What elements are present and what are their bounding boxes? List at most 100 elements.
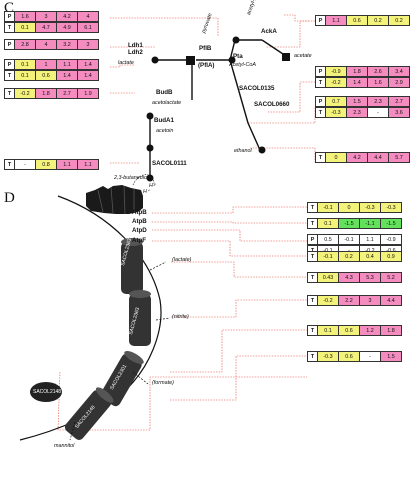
expression-cell: 0.1 <box>14 23 35 32</box>
expression-cell: 2.3 <box>346 108 367 117</box>
ldh2-label: Ldh2 <box>128 49 143 56</box>
row-label: P <box>316 67 325 76</box>
expression-cell: 4.7 <box>35 23 56 32</box>
expression-cell: 0.9 <box>380 252 401 261</box>
transporter-shapes <box>30 238 151 440</box>
ethanol-node <box>258 146 266 154</box>
atpd-label: AtpD <box>132 227 147 234</box>
expression-cell: -0.2 <box>317 296 338 305</box>
expression-cell: 4.2 <box>346 153 367 162</box>
expression-cell: 1.8 <box>346 67 367 76</box>
expression-cell: 0 <box>325 153 346 162</box>
expression-cell: 5.7 <box>388 153 409 162</box>
expression-cell: 1 <box>35 60 56 69</box>
lactate-node <box>151 56 159 64</box>
expression-cell: -0.1 <box>317 203 338 212</box>
pfla-label: (PflA) <box>198 62 215 69</box>
expression-cell: 6.1 <box>77 23 98 32</box>
expression-cell: 3 <box>35 12 56 21</box>
budb-label: BudB <box>156 89 173 96</box>
expression-cell: 1.8 <box>380 326 401 335</box>
expression-cell: 4 <box>77 12 98 21</box>
row-label: T <box>308 352 317 361</box>
acetoin-label: acetoin <box>156 128 174 134</box>
expression-cell: 0.1 <box>317 219 338 228</box>
expression-cell: -0.2 <box>325 78 346 87</box>
row-label: P <box>5 60 14 69</box>
expression-cell: 2.3 <box>367 97 388 106</box>
expression-cell: 4.4 <box>367 153 388 162</box>
expression-cell: 4 <box>35 40 56 49</box>
acka-label: AckA <box>261 28 277 35</box>
mannitol-substrate-label: mannitol <box>54 443 75 449</box>
expression-cell: -0.2 <box>14 89 35 98</box>
row-label: T <box>308 326 317 335</box>
acetylcoa-label: Acetyl-CoA <box>229 62 256 68</box>
expression-cell: -0.3 <box>380 203 401 212</box>
expression-cell: 1.1 <box>325 16 346 25</box>
expression-cell: -0.3 <box>317 352 338 361</box>
row-label: T <box>316 153 325 162</box>
row-label: T <box>5 160 14 169</box>
atp-synthase-icon <box>86 174 155 215</box>
expression-cell: 0 <box>338 203 359 212</box>
buda1-label: BudA1 <box>154 117 174 124</box>
row-label: T <box>308 203 317 212</box>
row-label: T <box>5 23 14 32</box>
panel-d-label: D <box>4 190 15 206</box>
expression-cell: -0.1 <box>317 252 338 261</box>
ethanol-label: ethanol <box>234 148 252 154</box>
expression-cell: 2.2 <box>338 296 359 305</box>
hplus-label-1: H⁺ <box>149 183 156 189</box>
row-label: T <box>5 71 14 80</box>
row-label: P <box>5 40 14 49</box>
expression-cell: 0.6 <box>346 16 367 25</box>
expression-cell: 0.2 <box>367 16 388 25</box>
pflb-label: PflB <box>199 45 212 52</box>
expression-cell: -0.3 <box>359 203 380 212</box>
expression-cell: 5.3 <box>359 273 380 282</box>
expression-cell: 2.9 <box>388 78 409 87</box>
sacol0111-label: SACOL0111 <box>152 160 187 167</box>
sacol2148-label: SACOL2148 <box>33 389 62 395</box>
butanediol-node <box>146 174 154 182</box>
pta-label: Pta <box>233 53 243 60</box>
expression-cell: 2.8 <box>14 40 35 49</box>
atpb-label-2: AtpB <box>132 218 147 225</box>
expression-cell: - <box>359 352 380 361</box>
expression-cell: 1.2 <box>359 326 380 335</box>
lactate-label: lactate <box>118 60 134 66</box>
expression-cell: 3.2 <box>56 40 77 49</box>
row-label: T <box>308 219 317 228</box>
transport-arrows <box>69 261 171 441</box>
expression-cell: -0.3 <box>325 108 346 117</box>
acetate-node <box>282 53 290 61</box>
expression-cell: 1.4 <box>56 71 77 80</box>
acetolactate-label: acetolactate <box>152 100 182 106</box>
row-label: P <box>316 97 325 106</box>
expression-cell: 3 <box>359 296 380 305</box>
expression-cell: 0.4 <box>359 252 380 261</box>
expression-cell: 0.1 <box>14 71 35 80</box>
expression-cell: -1.5 <box>338 219 359 228</box>
nitrite-substrate-label: (nitrite) <box>172 314 189 320</box>
expression-cell: 0.2 <box>388 16 409 25</box>
expression-cell: 1.5 <box>380 352 401 361</box>
expression-cell: 1.6 <box>367 78 388 87</box>
atpf-label: AtpF <box>132 237 147 244</box>
expression-cell: -1.1 <box>359 219 380 228</box>
row-label: T <box>308 296 317 305</box>
expression-cell: 1.9 <box>77 89 98 98</box>
